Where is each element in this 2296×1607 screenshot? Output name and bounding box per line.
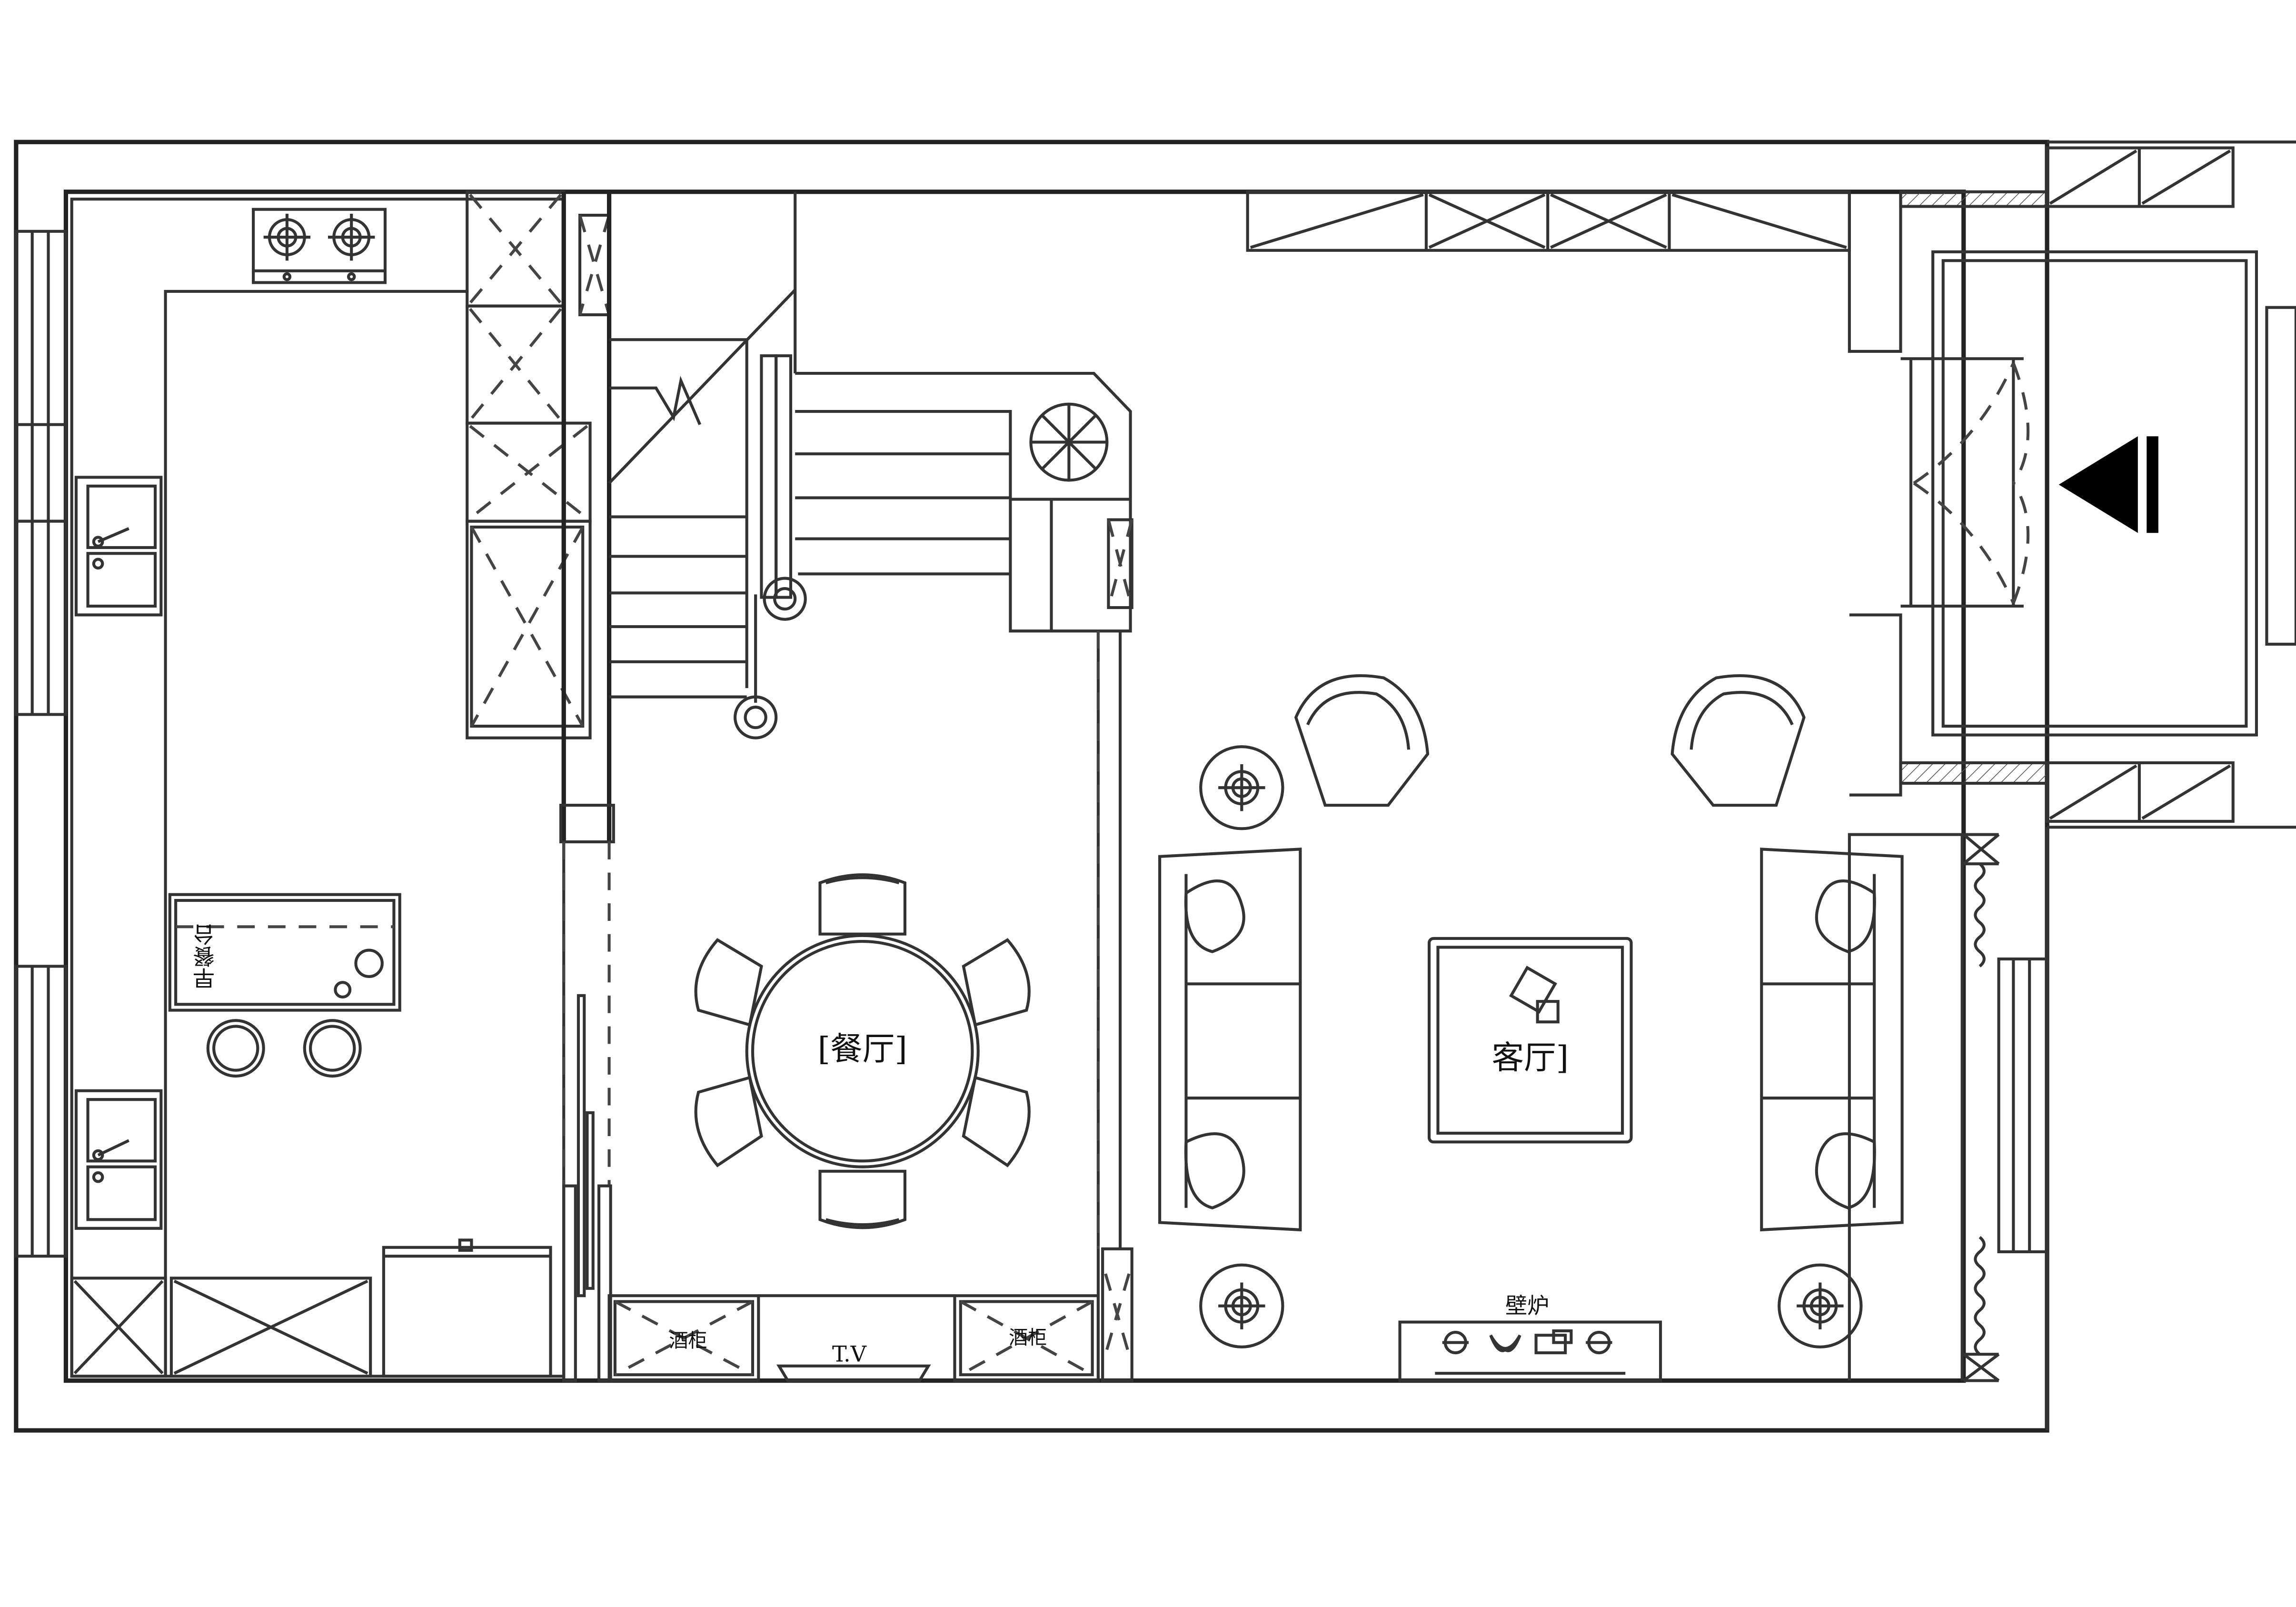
plant-icon <box>1029 402 1109 482</box>
armchair-left <box>1294 674 1430 807</box>
left-windows <box>14 230 68 1258</box>
staircase <box>608 191 1133 739</box>
kitchen-dining-partition <box>559 191 615 1382</box>
sofa-left <box>1158 848 1302 1232</box>
radiator-upper <box>1962 833 2000 968</box>
side-table-lower-left <box>1199 1263 1284 1348</box>
living-room-label: 客厅] <box>1491 1039 1569 1077</box>
living-room: 客厅] 壁炉 <box>1158 674 1904 1382</box>
wine-cabinet-left-label: 酒柜 <box>669 1330 707 1352</box>
upper-cabinets <box>1246 190 1851 252</box>
radiator-lower <box>1962 1236 2000 1382</box>
wine-cabinet-right <box>953 1294 1100 1382</box>
sink-lower <box>74 1089 163 1230</box>
armchair-right <box>1670 674 1806 807</box>
coffee-table <box>1427 937 1633 1144</box>
kitchen <box>70 190 611 1378</box>
side-table-upper-left <box>1199 745 1284 830</box>
fireplace-label: 壁炉 <box>1505 1293 1549 1318</box>
breakfast-bar-label: 早餐台 <box>192 924 218 989</box>
tv-label: T.V <box>832 1341 867 1367</box>
dining-chairs <box>694 873 1031 1229</box>
dining-room: [餐厅] 酒柜 酒柜 T.V <box>607 873 1100 1382</box>
sofa-right <box>1760 848 1904 1232</box>
wine-cabinet-left <box>607 1294 760 1382</box>
side-table-lower-right <box>1778 1263 1863 1348</box>
tv-stand <box>776 1364 931 1382</box>
wine-cabinet-right-label: 酒柜 <box>1009 1327 1047 1349</box>
entrance-area <box>1848 191 2258 1382</box>
fireplace <box>1398 1320 1662 1382</box>
tall-cabinets <box>466 190 611 739</box>
outer-walls <box>14 140 2296 1433</box>
sink-upper <box>74 476 163 617</box>
entry-arrow-icon <box>2058 436 2138 533</box>
dining-room-label: [餐厅] <box>818 1030 907 1068</box>
cooktop <box>252 208 387 284</box>
breakfast-bar <box>168 893 401 1078</box>
dining-living-partition <box>1096 631 1133 1382</box>
right-windows <box>1899 146 2296 1254</box>
